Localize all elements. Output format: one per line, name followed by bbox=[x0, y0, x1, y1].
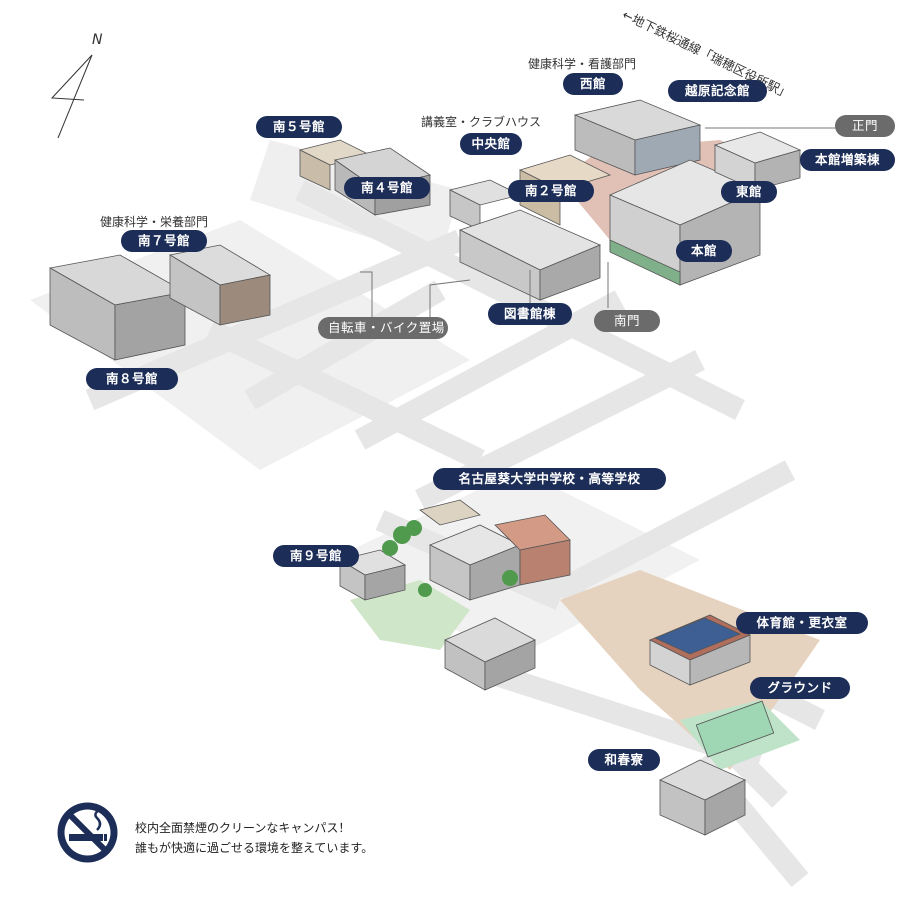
label-nishi[interactable]: 西館 bbox=[563, 73, 623, 95]
label-seimon[interactable]: 正門 bbox=[835, 115, 895, 137]
label-koshihara[interactable]: 越原記念館 bbox=[668, 80, 767, 102]
notice-line1: 校内全面禁煙のクリーンなキャンパス！ bbox=[135, 821, 351, 835]
label-chuo[interactable]: 中央館 bbox=[460, 133, 522, 155]
caption-south7-group: 健康科学・栄養部門 bbox=[100, 215, 209, 229]
no-smoking-notice: 校内全面禁煙のクリーンなキャンパス！ 誰もが快適に過ごせる環境を整えています。 bbox=[135, 818, 373, 858]
label-minami9[interactable]: 南９号館 bbox=[273, 545, 359, 567]
label-minami5[interactable]: 南５号館 bbox=[256, 116, 342, 138]
trees bbox=[382, 520, 518, 597]
compass-icon bbox=[50, 54, 93, 139]
leader-lines bbox=[360, 127, 835, 318]
label-honkan[interactable]: 本館 bbox=[676, 240, 732, 262]
caption-lecture-group: 講義室・クラブハウス bbox=[421, 115, 542, 129]
caption-west-group: 健康科学・看護部門 bbox=[528, 57, 637, 71]
buildings-art bbox=[48, 99, 802, 836]
label-nanmon[interactable]: 南門 bbox=[594, 310, 660, 332]
label-higashi[interactable]: 東館 bbox=[721, 181, 777, 203]
label-ground[interactable]: グラウンド bbox=[750, 677, 850, 699]
no-smoking-icon bbox=[57, 802, 118, 863]
label-library[interactable]: 図書館棟 bbox=[488, 303, 572, 325]
label-minami2[interactable]: 南２号館 bbox=[508, 180, 594, 202]
label-bicycle[interactable]: 自転車・バイク置場 bbox=[318, 317, 448, 339]
label-school[interactable]: 名古屋葵大学中学校・高等学校 bbox=[433, 468, 666, 490]
label-dorm[interactable]: 和春寮 bbox=[588, 749, 660, 771]
label-minami7[interactable]: 南７号館 bbox=[121, 230, 207, 252]
label-honkan-zoutiku[interactable]: 本館増築棟 bbox=[800, 149, 895, 171]
label-minami8[interactable]: 南８号館 bbox=[86, 368, 178, 390]
compass-letter: N bbox=[92, 32, 103, 48]
label-minami4[interactable]: 南４号館 bbox=[344, 177, 430, 199]
label-gym[interactable]: 体育館・更衣室 bbox=[736, 612, 868, 634]
notice-line2: 誰もが快適に過ごせる環境を整えています。 bbox=[135, 841, 374, 855]
